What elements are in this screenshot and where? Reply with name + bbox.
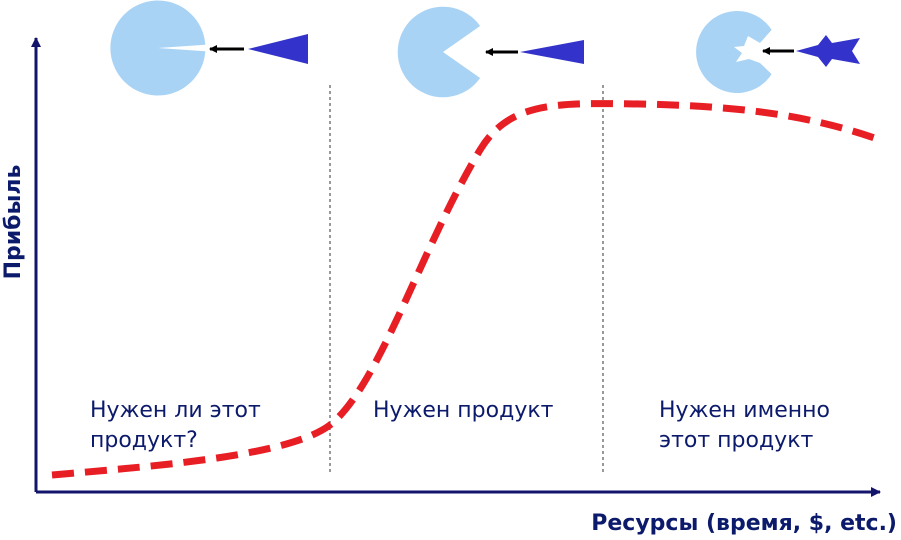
phase-2-caption: Нужен продукт [373,396,553,426]
phase-3-line-2: этот продукт [659,428,814,453]
y-axis-label: Прибыль [1,165,26,280]
phase-1-caption: Нужен ли этот продукт? [90,396,261,456]
narrow-gap-target-icon [110,0,308,96]
wedge-arrowhead [520,40,584,64]
star-gap-target-icon [696,10,860,93]
profit-curve [51,100,882,479]
wedge-arrowhead [248,34,308,64]
medium-gap-target-icon [397,6,584,98]
phase-3-line-1: Нужен именно [659,398,830,423]
star-arrowhead [796,35,860,67]
phase-3-caption: Нужен именно этот продукт [659,396,830,456]
phase-2-line-1: Нужен продукт [373,398,554,423]
target-circle [696,10,772,93]
target-circle [110,0,206,96]
phase-1-line-1: Нужен ли этот [90,398,261,423]
x-axis-label: Ресурсы (время, $, etc.) [591,511,897,536]
target-circle [397,6,481,98]
phase-1-line-2: продукт? [90,428,198,453]
